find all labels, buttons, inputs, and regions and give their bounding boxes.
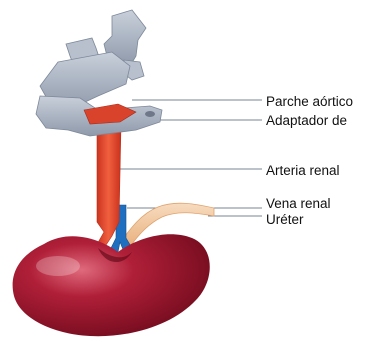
kidney-body	[13, 234, 210, 336]
kidney-highlight	[36, 256, 80, 276]
aortic-clamp-adapter	[36, 10, 162, 136]
adapter-hole	[145, 111, 155, 117]
kidney	[13, 234, 210, 336]
label-renal-vein: Vena renal	[266, 197, 331, 211]
label-renal-artery: Arteria renal	[266, 164, 340, 178]
label-aortic-patch: Parche aórtico	[266, 95, 353, 109]
label-ureter: Uréter	[266, 213, 304, 227]
label-adapter: Adaptador de	[266, 114, 347, 128]
